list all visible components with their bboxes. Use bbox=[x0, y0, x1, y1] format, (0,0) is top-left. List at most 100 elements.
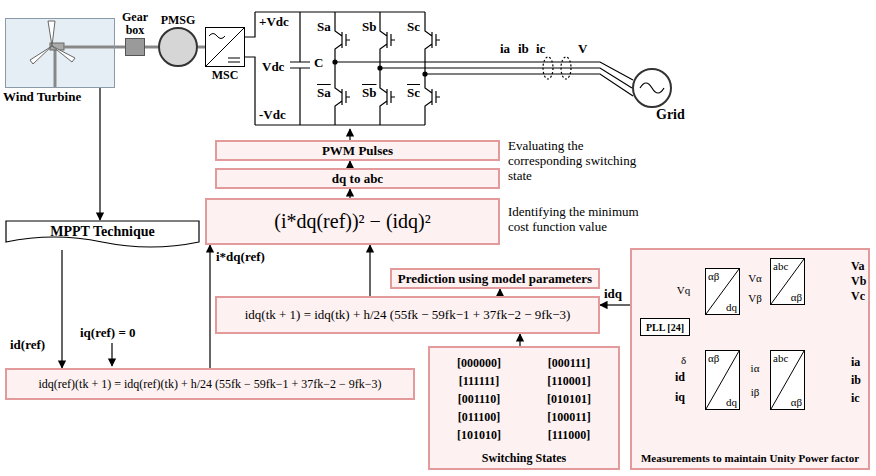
node-text: abc bbox=[773, 260, 788, 272]
connector-arrow bbox=[519, 334, 520, 346]
node-text: [010101] bbox=[547, 392, 591, 407]
signal-label: idq bbox=[604, 287, 622, 301]
gearbox-box: Gear box bbox=[125, 38, 145, 56]
input-label: Va bbox=[851, 259, 865, 273]
voltage-label: Vdc bbox=[262, 60, 284, 74]
node-text: [111000] bbox=[548, 428, 591, 443]
diagonal-line bbox=[771, 351, 804, 409]
capacitor-label: C bbox=[314, 56, 323, 70]
process-box: Prediction using model parameters bbox=[390, 268, 600, 289]
input-label: Vb bbox=[851, 274, 866, 288]
current-label: ia bbox=[500, 42, 510, 56]
node-text: MSC bbox=[212, 68, 239, 83]
connector-arrow bbox=[349, 189, 350, 198]
node-text: PLL [24] bbox=[646, 322, 684, 333]
voltage-label: -Vdc bbox=[259, 108, 286, 122]
edge-label: iα bbox=[750, 362, 761, 374]
node-text: [111111] bbox=[459, 374, 500, 389]
node-text: MPPT Technique bbox=[50, 224, 154, 240]
transform-block: abc αβ bbox=[770, 350, 805, 410]
grid-wave bbox=[640, 83, 664, 93]
node-text: dq bbox=[726, 396, 737, 408]
node-text: [001110] bbox=[458, 392, 501, 407]
diagonal-line bbox=[706, 351, 739, 409]
node-text: [110001] bbox=[547, 374, 590, 389]
node-text: [000111] bbox=[548, 356, 591, 371]
node-text: αβ bbox=[791, 396, 802, 408]
current-label: ic bbox=[536, 42, 545, 56]
edge-label: iβ bbox=[750, 386, 761, 398]
connector-arrow bbox=[349, 161, 350, 168]
mppt-box: MPPT Technique bbox=[5, 220, 200, 250]
connector-arrow bbox=[209, 245, 210, 368]
output-label: id bbox=[675, 370, 685, 384]
shaft-line bbox=[198, 46, 205, 49]
signal-label: i*dq(ref) bbox=[216, 250, 265, 264]
generator-circle: PMSG bbox=[158, 27, 198, 67]
msc-symbol bbox=[206, 28, 244, 66]
node-text: [100011] bbox=[547, 410, 590, 425]
cost-function-box: (i*dq(ref))² − (idq)² bbox=[205, 198, 500, 245]
transform-block: αβdq bbox=[705, 268, 740, 315]
transform-block: αβ dq bbox=[705, 350, 740, 410]
node-text: idq(tk + 1) = idq(tk) + h/24 (55fk − 59f… bbox=[245, 307, 571, 323]
process-box: PWM Pulses bbox=[215, 140, 500, 161]
diagonal-line bbox=[706, 269, 739, 314]
switch-label: Sc bbox=[407, 20, 420, 34]
wavy-outline-path bbox=[6, 221, 199, 247]
node-text: idq(ref)(tk + 1) = idq(ref)(tk) + h/24 (… bbox=[38, 377, 381, 392]
equation-box: idq(tk + 1) = idq(tk) + h/24 (55fk − 59f… bbox=[215, 296, 600, 334]
diagonal-line bbox=[771, 259, 804, 304]
node-text: [101010] bbox=[457, 428, 501, 443]
shaft-line bbox=[145, 46, 158, 49]
connector-arrow bbox=[600, 304, 630, 305]
node-text: Gear box bbox=[115, 11, 155, 37]
switching-states-box: [000000] [000111] [111111] [110001] [001110]… bbox=[428, 346, 620, 470]
pll-block: PLL [24] bbox=[640, 318, 690, 336]
process-box: dq to abc bbox=[215, 168, 500, 189]
edge-label: δ bbox=[680, 354, 687, 366]
input-label: ic bbox=[851, 391, 860, 405]
voltage-label: +Vdc bbox=[259, 15, 289, 29]
edge-label: Vq bbox=[676, 284, 691, 296]
shaft-line bbox=[115, 46, 125, 49]
grid-circle: Grid bbox=[632, 68, 672, 108]
node-text: abc bbox=[773, 352, 788, 364]
node-text: [000000] bbox=[457, 356, 501, 371]
edge-label: Vβ bbox=[747, 292, 763, 304]
node-text: Grid bbox=[656, 107, 685, 123]
converter-box: MSC bbox=[205, 27, 245, 67]
connector-arrow bbox=[369, 245, 370, 296]
node-text: Wind Turbine bbox=[3, 89, 81, 105]
current-label: ib bbox=[518, 42, 529, 56]
node-text: αβ bbox=[791, 291, 802, 303]
node-text: Switching States bbox=[482, 451, 566, 466]
node-text: αβ bbox=[708, 352, 719, 364]
connector-arrow bbox=[499, 289, 500, 296]
switch-label: Sc bbox=[407, 86, 420, 100]
input-label: ib bbox=[851, 373, 861, 387]
step-note: Identifying the minimum cost function va… bbox=[508, 204, 640, 234]
node-text: PMSG bbox=[161, 13, 196, 28]
equation-box: idq(ref)(tk + 1) = idq(ref)(tk) + h/24 (… bbox=[5, 368, 415, 400]
node-text: dq bbox=[726, 301, 737, 313]
signal-label: id(ref) bbox=[10, 338, 45, 352]
node-text: (i*dq(ref))² − (idq)² bbox=[274, 210, 431, 233]
connector-arrow bbox=[99, 88, 100, 220]
switch-label: Sa bbox=[317, 86, 331, 100]
input-label: ia bbox=[851, 355, 860, 369]
wind-turbine bbox=[5, 18, 115, 88]
switch-label: Sb bbox=[362, 20, 376, 34]
node-text: Measurements to maintain Unity Power fac… bbox=[636, 452, 864, 464]
output-label: iq bbox=[675, 390, 685, 404]
inverter bbox=[333, 12, 633, 125]
edge-label: Vα bbox=[747, 272, 763, 284]
wind-turbine-box: Wind Turbine bbox=[5, 18, 115, 88]
switch-label: Sb bbox=[362, 86, 376, 100]
transform-block: abc αβ bbox=[770, 258, 805, 305]
node-text: dq to abc bbox=[332, 171, 383, 187]
node-text: PWM Pulses bbox=[322, 143, 393, 159]
input-label: Vc bbox=[851, 289, 865, 303]
node-text: Prediction using model parameters bbox=[398, 271, 592, 287]
